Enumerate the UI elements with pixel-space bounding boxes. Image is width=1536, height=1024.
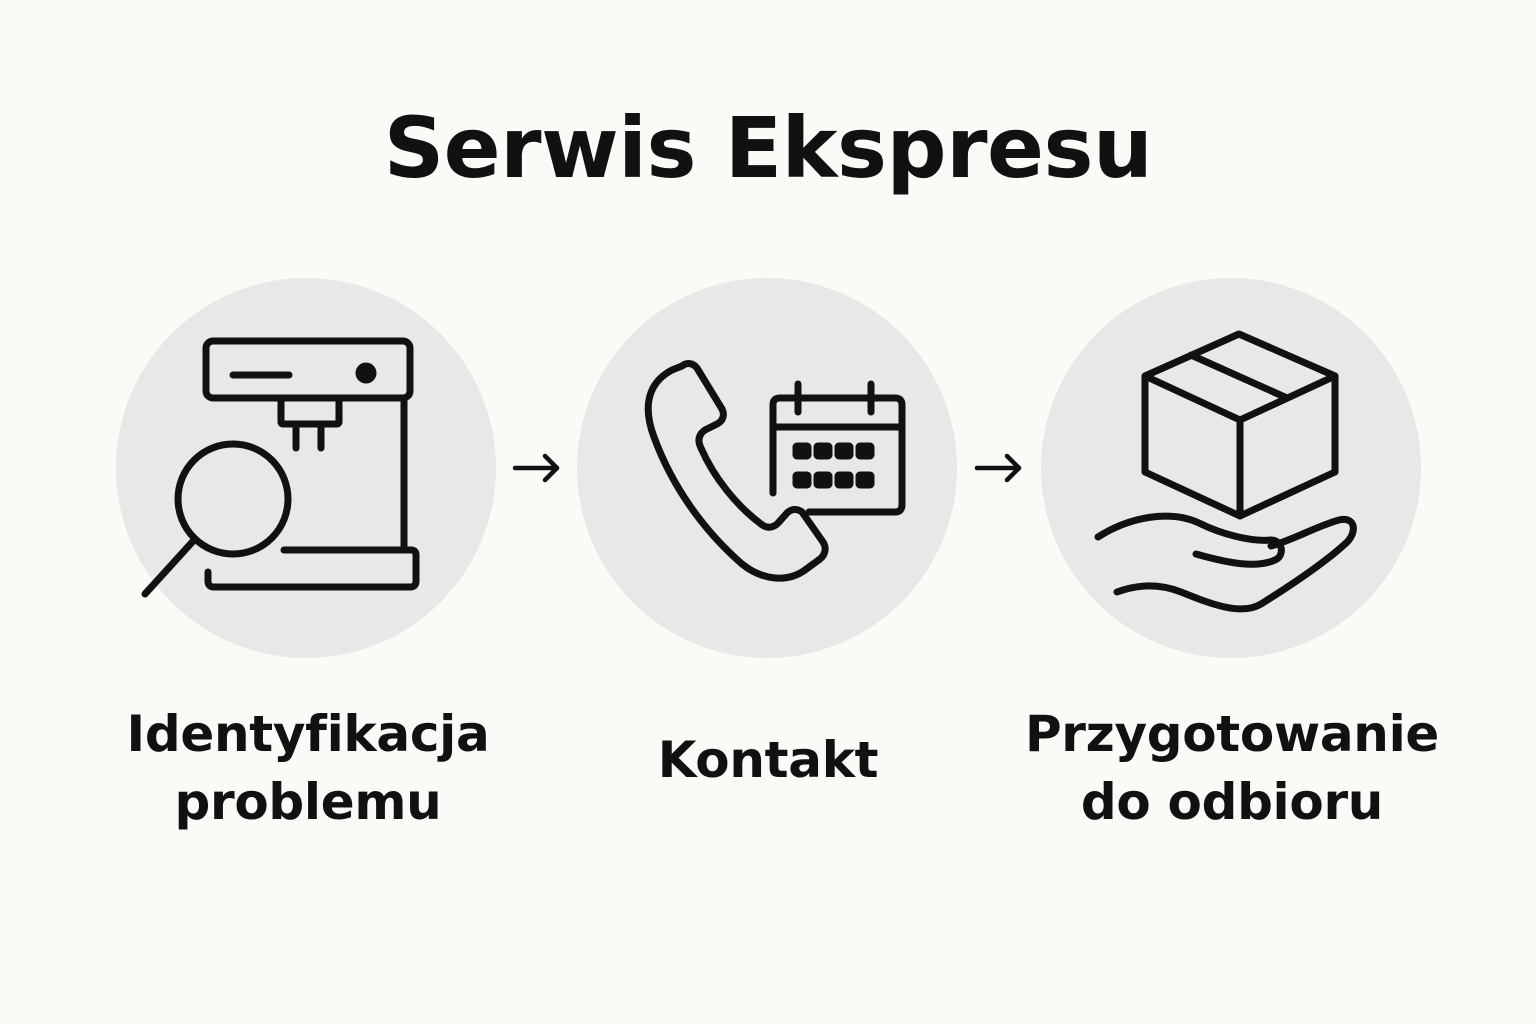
- calendar-icon: [769, 380, 906, 516]
- phone-calendar-icon: [577, 278, 957, 658]
- coffee-machine-icon: [202, 337, 420, 591]
- box-icon: [1141, 330, 1339, 520]
- step-2-label-line-1: Kontakt: [657, 731, 879, 789]
- hand-icon: [1094, 512, 1357, 613]
- step-1-label: Identyfikacja problemu: [96, 700, 520, 836]
- arrow-right-icon: [512, 453, 560, 483]
- step-3-label: Przygotowanie do odbioru: [1000, 700, 1464, 836]
- step-1-circle: [116, 278, 496, 658]
- step-1-label-line-2: problemu: [174, 773, 442, 831]
- circle-background: [116, 278, 496, 658]
- arrow-right-icon: [974, 453, 1022, 483]
- step-3-label-line-2: do odbioru: [1080, 773, 1384, 831]
- step-3-circle: [1041, 278, 1421, 658]
- step-3-label-line-1: Przygotowanie: [1024, 705, 1440, 763]
- magnifier-icon: [141, 440, 292, 598]
- step-2-label: Kontakt: [556, 726, 980, 794]
- box-in-hand-icon: [1041, 278, 1421, 658]
- coffee-machine-magnifier-icon: [116, 278, 496, 658]
- diagram-title: Serwis Ekspresu: [383, 99, 1153, 197]
- step-2-circle: [577, 278, 957, 658]
- phone-handset-icon: [644, 360, 829, 582]
- step-1-label-line-1: Identyfikacja: [126, 705, 490, 763]
